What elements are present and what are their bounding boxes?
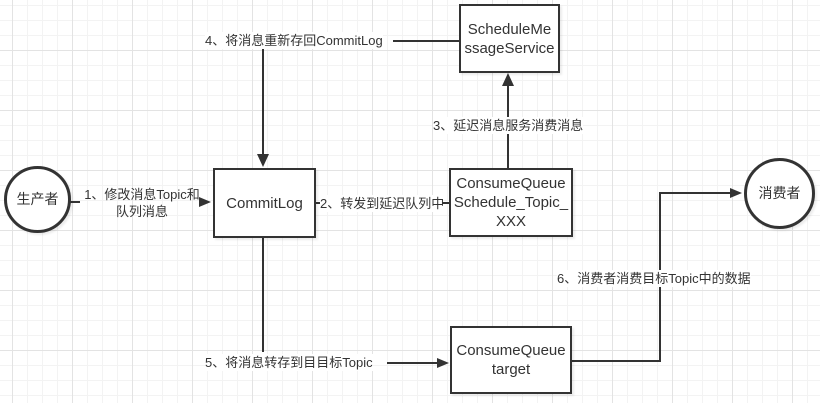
edge-label-step6: 6、消费者消费目标Topic中的数据 [557,270,751,287]
edge-step4-line-vertical [262,49,264,156]
node-consumequeue-schedule-topic: ConsumeQueue Schedule_Topic_ XXX [449,168,573,237]
edge-step4-line-horizontal [393,40,459,42]
node-producer: 生产者 [4,166,71,233]
edge-step2-line-right [441,202,449,204]
arrowhead-step6-icon [730,188,742,198]
edge-step5-line-horizontal [387,362,438,364]
node-schedule-message-service: ScheduleMe ssageService [459,4,560,73]
edge-step6-line-top [659,192,731,194]
edge-step1-line [70,201,80,203]
node-commitlog: CommitLog [213,168,316,238]
edge-step2-line-left [316,202,323,204]
edge-label-step1: 1、修改消息Topic和 队列消息 [84,187,200,219]
arrowhead-step3-icon [502,73,514,86]
edge-label-step3: 3、延迟消息服务消费消息 [433,117,584,134]
arrowhead-step1-icon [199,197,211,207]
edge-label-step2: 2、转发到延迟队列中 [320,195,445,212]
edge-label-step5: 5、将消息转存到目目标Topic [205,354,373,371]
node-consumer: 消费者 [744,158,815,229]
arrowhead-step5-icon [437,358,449,368]
arrowhead-step4-icon [257,154,269,167]
edge-step5-line-vertical [262,238,264,352]
edge-step6-line-bottom [572,360,661,362]
node-consumequeue-target: ConsumeQueue target [450,326,572,394]
edge-label-step4: 4、将消息重新存回CommitLog [205,32,383,49]
